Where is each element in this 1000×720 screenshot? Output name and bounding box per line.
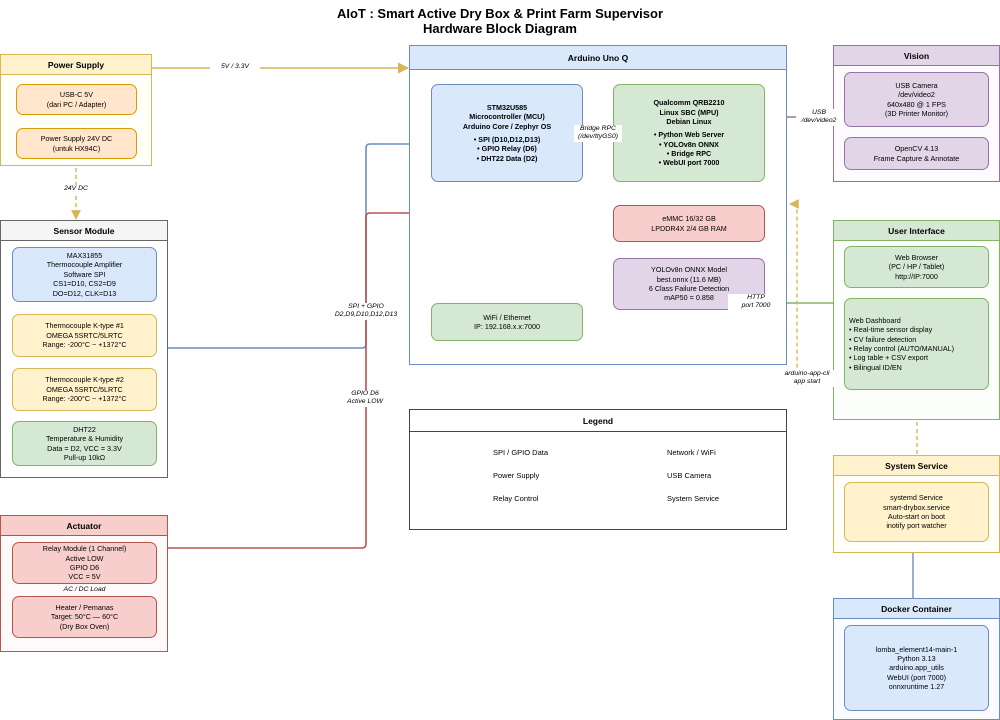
- diagram-title: AIoT : Smart Active Dry Box & Print Farm…: [336, 6, 664, 21]
- label-24v-dc: 24V DC: [54, 185, 98, 194]
- legend-label-relay: Relay Control: [493, 494, 539, 503]
- node-opencv: OpenCV 4.13 Frame Capture & Annotate: [844, 137, 989, 170]
- node-dht22: DHT22 Temperature & Humidity Data = D2, …: [12, 421, 157, 466]
- node-thermocouple-1: Thermocouple K-type #1 OMEGA 5SRTC/5LRTC…: [12, 314, 157, 357]
- label-5v-3v3: 5V / 3.3V: [210, 63, 260, 72]
- label-http-port: HTTP port 7000: [728, 294, 784, 311]
- node-power-supply-24v: Power Supply 24V DC (untuk HX94C): [16, 128, 137, 159]
- stm32-title: STM32U585 Microcontroller (MCU) Arduino …: [462, 102, 552, 131]
- node-web-browser: Web Browser (PC / HP / Tablet) http://IP…: [844, 246, 989, 288]
- node-usb-camera: USB Camera /dev/video2 640x480 @ 1 FPS (…: [844, 72, 989, 127]
- node-web-dashboard: Web Dashboard • Real-time sensor display…: [844, 298, 989, 390]
- node-qualcomm-qrb2210: Qualcomm QRB2210 Linux SBC (MPU) Debian …: [613, 84, 765, 182]
- group-vision-header: Vision: [834, 46, 999, 66]
- node-emmc-ram: eMMC 16/32 GB LPDDR4X 2/4 GB RAM: [613, 205, 765, 242]
- node-heater: Heater / Pemanas Target: 50°C — 60°C (Dr…: [12, 596, 157, 638]
- stm32-features: • SPI (D10,D12,D13) • GPIO Relay (D6) • …: [473, 135, 541, 163]
- diagram-subtitle: Hardware Block Diagram: [423, 21, 577, 36]
- node-stm32u585: STM32U585 Microcontroller (MCU) Arduino …: [431, 84, 583, 182]
- legend-label-usb: USB Camera: [667, 471, 712, 480]
- label-arduino-app-cli: arduino-app-cli app start: [778, 370, 836, 387]
- legend-label-spi: SPI / GPIO Data: [493, 448, 549, 457]
- group-actuator-header: Actuator: [1, 516, 167, 536]
- qualcomm-title: Qualcomm QRB2210 Linux SBC (MPU) Debian …: [653, 98, 725, 126]
- group-system-service-header: System Service: [834, 456, 999, 476]
- label-usb-video2: USB /dev/video2: [796, 109, 842, 126]
- label-ac-dc-load: AC / DC Load: [63, 586, 106, 593]
- node-systemd-service: systemd Service smart-drybox.service Aut…: [844, 482, 989, 542]
- node-wifi-ethernet: WiFi / Ethernet IP: 192.168.x.x:7000: [431, 303, 583, 341]
- group-arduino-uno-q-header: Arduino Uno Q: [410, 46, 786, 70]
- legend-title: Legend: [410, 410, 786, 432]
- node-relay-module: Relay Module (1 Channel) Active LOW GPIO…: [12, 542, 157, 584]
- group-power-supply-header: Power Supply: [1, 55, 151, 75]
- group-user-interface-header: User Interface: [834, 221, 999, 241]
- node-max31855: MAX31855 Thermocouple Amplifier Software…: [12, 247, 157, 302]
- node-docker: lomba_element14-main-1 Python 3.13 ardui…: [844, 625, 989, 711]
- label-bridge-rpc: Bridge RPC (/dev/ttyGS0): [574, 125, 622, 142]
- group-docker-container-header: Docker Container: [834, 599, 999, 619]
- legend-label-network: Network / WiFi: [667, 448, 716, 457]
- label-spi-gpio: SPI + GPIO D2,D9,D10,D12,D13: [324, 303, 408, 320]
- group-sensor-module-header: Sensor Module: [1, 221, 167, 241]
- legend: Legend: [409, 409, 787, 530]
- node-usb-c-5v: USB-C 5V (dari PC / Adapter): [16, 84, 137, 115]
- legend-label-service: System Service: [667, 494, 720, 503]
- node-thermocouple-2: Thermocouple K-type #2 OMEGA 5SRTC/5LRTC…: [12, 368, 157, 411]
- legend-label-power: Power Supply: [493, 471, 540, 480]
- qualcomm-features: • Python Web Server • YOLOv8n ONNX • Bri…: [653, 130, 725, 168]
- label-gpio-d6: GPIO D6 Active LOW: [334, 390, 396, 407]
